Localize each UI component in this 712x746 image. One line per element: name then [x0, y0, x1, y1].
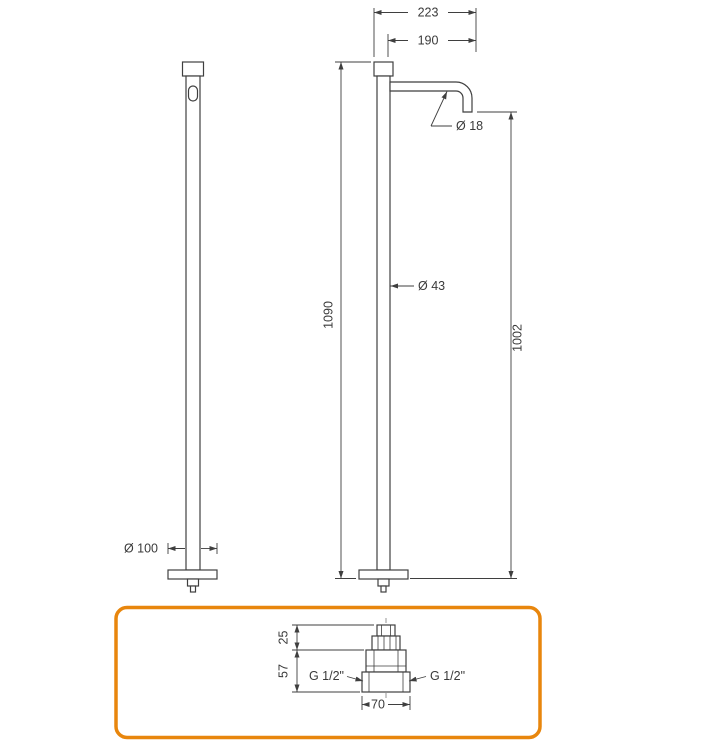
- dim-spout-diameter-label: Ø 18: [456, 119, 483, 133]
- dim-spout-reach-label: 190: [418, 34, 439, 48]
- detail-base-flange: [361, 671, 411, 693]
- dim-column-diameter-label: Ø 43: [418, 279, 445, 293]
- front-floor-thread: [189, 585, 197, 593]
- front-sensor-window: [187, 85, 199, 102]
- side-column-body: [376, 75, 391, 571]
- dim-detail-body-height: 57: [277, 650, 360, 693]
- dim-overall-width-label: 223: [418, 6, 439, 20]
- detail-top-stub: [376, 624, 396, 637]
- front-column-body: [185, 75, 201, 571]
- dim-detail-base-width: 70: [361, 696, 411, 712]
- side-floor-thread: [380, 585, 387, 593]
- detail-thread-left-label: G 1/2": [309, 669, 344, 683]
- dim-spout-outlet-height: 1002: [410, 111, 525, 579]
- dim-spout-outlet-height-label: 1002: [511, 324, 525, 352]
- dim-base-diameter: Ø 100: [124, 542, 218, 556]
- front-view: [167, 61, 218, 593]
- side-spout: [389, 81, 473, 113]
- front-floor-stem: [186, 578, 200, 587]
- detail-valve-body: [365, 649, 407, 673]
- dim-overall-width: 223: [373, 6, 477, 57]
- detail-base-flange-lines: [368, 672, 404, 692]
- detail-nut-knurling: [377, 636, 397, 650]
- front-base-plate: [167, 569, 218, 580]
- detail-thread-left-leader: [346, 676, 364, 682]
- dim-base-diameter-label: Ø 100: [124, 542, 158, 556]
- detail-thread-right-leader: [408, 676, 427, 682]
- floor-fixing-detail: 25 57 G 1/2" G 1/2" 70: [277, 618, 465, 712]
- detail-thread-left: G 1/2": [309, 669, 364, 683]
- dim-detail-stem-label: 25: [277, 631, 291, 645]
- dim-detail-body-label: 57: [277, 664, 291, 678]
- side-floor-stem: [377, 578, 390, 587]
- dim-column-diameter: Ø 43: [390, 279, 445, 293]
- dim-overall-height: 1090: [322, 61, 371, 579]
- detail-thread-right: G 1/2": [408, 669, 465, 683]
- dim-detail-stem-height: 25: [277, 624, 374, 651]
- dim-spout-diameter-leader: [430, 91, 448, 127]
- detail-valve-body-lines: [366, 650, 406, 672]
- detail-thread-right-label: G 1/2": [430, 669, 465, 683]
- dim-overall-height-label: 1090: [322, 301, 336, 329]
- detail-highlight-box: [114, 605, 542, 740]
- dim-detail-base-label: 70: [371, 698, 385, 712]
- side-base-plate: [358, 569, 409, 580]
- side-view: [358, 61, 473, 593]
- side-cap: [373, 61, 394, 77]
- detail-top-stub-lines: [381, 625, 391, 636]
- dim-spout-reach: 190: [387, 34, 476, 57]
- dim-spout-diameter: Ø 18: [430, 91, 483, 133]
- front-cap: [181, 61, 205, 77]
